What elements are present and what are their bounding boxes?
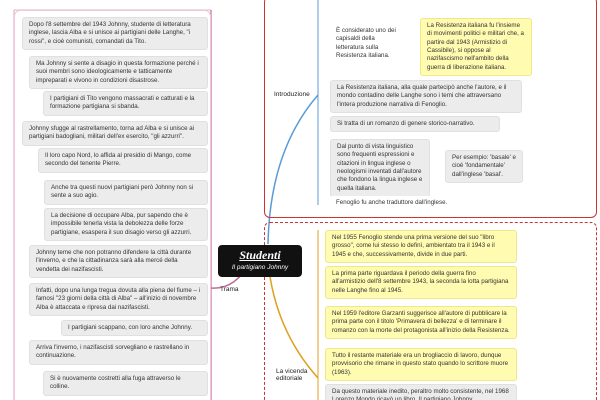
intro-genere[interactable]: Si tratta di un romanzo di genere storic…: [330, 116, 500, 133]
trama-item[interactable]: Ma Johnny si sente a disagio in questa f…: [29, 56, 208, 90]
intro-linguistico[interactable]: Dal punto di vista linguistico sono freq…: [330, 139, 430, 198]
intro-esempio[interactable]: Per esempio: 'basale' e cioè 'fondamenta…: [445, 150, 523, 184]
trama-item[interactable]: Si è nuovamente costretti alla fuga attr…: [43, 371, 208, 396]
intro-region: [264, 0, 597, 218]
trama-item[interactable]: La decisione di occupare Alba, pur sapen…: [44, 208, 208, 242]
trama-item[interactable]: Dopo l'8 settembre del 1943 Johnny, stud…: [22, 17, 208, 51]
trama-item[interactable]: Il loro capo Nord, lo affida al presidio…: [38, 148, 208, 173]
trama-item[interactable]: Johnny teme che non potranno difendere l…: [29, 245, 208, 279]
trama-item[interactable]: Infatti, dopo una lunga tregua dovuta al…: [29, 283, 208, 317]
vicenda-region: [264, 222, 597, 400]
vicenda-item[interactable]: Nel 1959 l'editore Garzanti suggerisce a…: [325, 306, 517, 340]
vicenda-item[interactable]: Tutto il restante materiale era un brogl…: [325, 348, 517, 382]
intro-resistenza-autore[interactable]: La Resistenza italiana, alla quale parte…: [330, 80, 522, 114]
central-title: Studenti: [239, 248, 281, 262]
trama-item[interactable]: Arriva l'inverno, i nazifascisti sorvegl…: [29, 340, 208, 365]
branch-introduzione[interactable]: Introduzione: [274, 91, 310, 98]
intro-capisaldi[interactable]: È considerato uno dei capisaldi della le…: [330, 24, 410, 64]
trama-item[interactable]: Anche tra questi nuovi partigiani però J…: [44, 180, 208, 205]
branch-vicenda[interactable]: La vicenda editoriale: [276, 368, 308, 382]
central-subtitle: Il partigiano Johnny: [231, 264, 289, 271]
trama-item[interactable]: I partigiani scappano, con loro anche Jo…: [61, 320, 208, 337]
intro-traduttore[interactable]: Fenoglio fu anche traduttore dall'ingles…: [330, 196, 510, 211]
trama-item[interactable]: Johnny sfugge al rastrellamento, torna a…: [22, 121, 208, 146]
vicenda-item[interactable]: Nel 1955 Fenoglio stende una prima versi…: [325, 230, 517, 264]
intro-resistenza-def[interactable]: La Resistenza italiana fu l'insieme di m…: [420, 18, 532, 77]
vicenda-item[interactable]: Da questo materiale inedito, peraltro mo…: [325, 384, 517, 400]
trama-region: [14, 10, 211, 400]
branch-trama[interactable]: Trama: [220, 286, 239, 293]
trama-item[interactable]: I partigiani di Tito vengono massacrati …: [43, 91, 208, 116]
vicenda-item[interactable]: La prima parte riguardava il periodo del…: [325, 266, 517, 300]
central-node[interactable]: Studenti Il partigiano Johnny: [218, 245, 302, 277]
